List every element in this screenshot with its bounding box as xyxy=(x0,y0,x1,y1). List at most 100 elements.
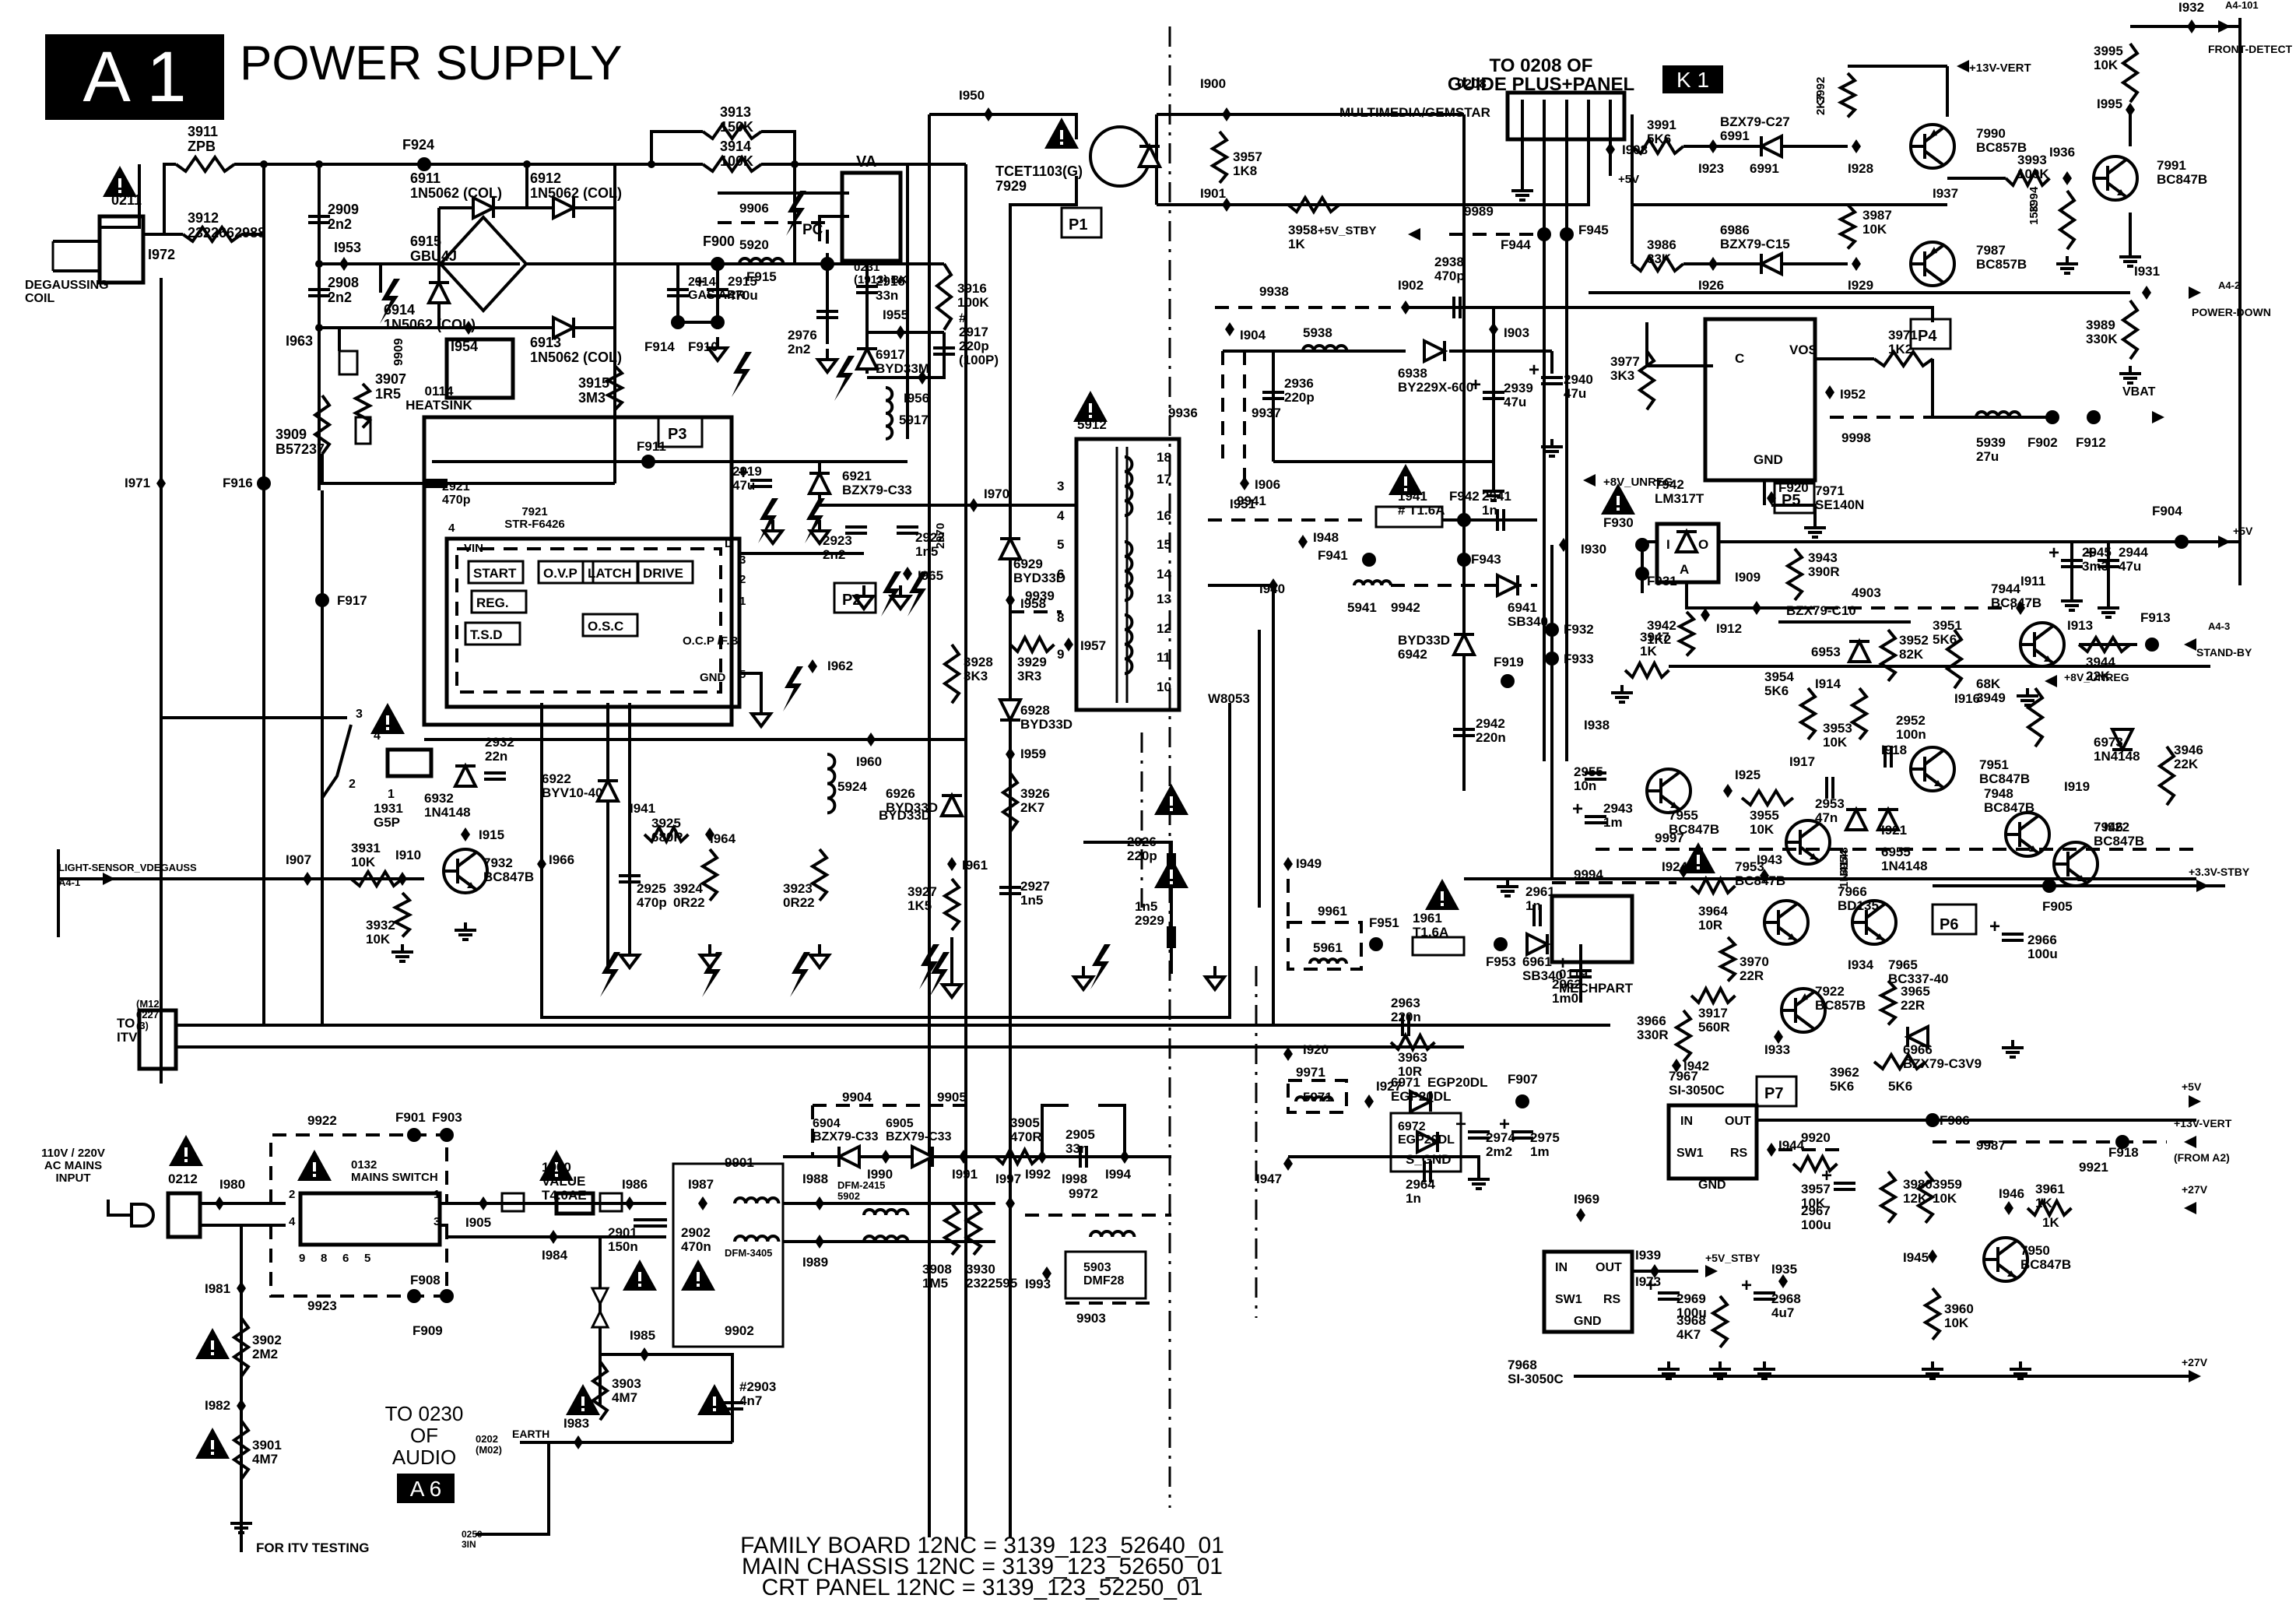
ground-symbol xyxy=(2056,256,2078,275)
component-label: GND xyxy=(1574,1315,1602,1328)
test-point xyxy=(257,476,271,490)
warning-glyph xyxy=(118,190,121,193)
audio-connector-caption: TO 0230 OF AUDIO A 6 xyxy=(385,1402,463,1503)
component-label: 3995 xyxy=(2094,44,2123,58)
component-label: I934 xyxy=(1848,957,1874,972)
component-label: 6954 xyxy=(1838,849,1851,876)
wiring xyxy=(51,18,2242,1552)
hot-ground-symbol xyxy=(617,944,642,971)
diode-symbol xyxy=(835,1143,861,1170)
ground-symbol xyxy=(2017,688,2038,707)
component-label: BC847B xyxy=(1669,822,1719,837)
resistor-symbol xyxy=(2077,634,2132,655)
component-label: 5 xyxy=(739,668,746,681)
component-label: 3993 xyxy=(2017,153,2047,167)
component-label: BC847B xyxy=(2157,172,2207,187)
test-point xyxy=(1283,857,1293,871)
warning-glyph xyxy=(697,1272,700,1281)
component-label: I990 xyxy=(867,1167,893,1182)
component-label: 7991 xyxy=(2157,158,2186,173)
component-label: SI-3050C xyxy=(1669,1083,1725,1098)
component-label: I907 xyxy=(286,852,311,867)
probe-p3 xyxy=(657,416,704,448)
test-point xyxy=(640,1347,649,1361)
wire xyxy=(718,221,829,264)
component-label: 1N5062 (COL) xyxy=(530,185,622,201)
component-label: I961 xyxy=(962,858,988,873)
diode-symbol xyxy=(939,792,965,817)
test-point xyxy=(1537,227,1551,241)
diode-symbol xyxy=(452,762,479,788)
component-label: I918 xyxy=(1881,743,1907,757)
component-label: F909 xyxy=(413,1323,443,1338)
resistor-symbol xyxy=(1944,628,1964,690)
component-label: (FROM A2) xyxy=(2174,1151,2230,1164)
bridge-rectifier-symbol xyxy=(438,215,528,313)
component-label: 3960 xyxy=(1944,1302,1974,1316)
component-label: I992 xyxy=(1025,1167,1051,1182)
test-point xyxy=(1042,1266,1051,1280)
test-point xyxy=(1825,385,1834,399)
component-label: I941 xyxy=(630,801,655,816)
component-label: DFM-2415 xyxy=(837,1179,885,1191)
resistor-symbol xyxy=(934,262,954,331)
signal-arrow-icon xyxy=(1408,228,1420,241)
polarity-plus: + xyxy=(694,272,705,293)
signal-arrow-icon xyxy=(1583,474,1596,487)
component-label: 7932 xyxy=(483,855,513,870)
inductor-symbol xyxy=(733,1196,781,1204)
test-point xyxy=(417,157,431,171)
jumper-9961 xyxy=(1287,921,1363,971)
warning-glyph xyxy=(638,1284,641,1287)
capacitor-symbol xyxy=(426,479,448,488)
component-label: 2909 xyxy=(328,202,359,217)
component-label: 330K xyxy=(2086,332,2118,346)
jumper-9971 xyxy=(1287,1079,1348,1114)
component-label: 10 xyxy=(1157,680,1171,694)
component-label: D xyxy=(725,537,733,550)
test-point xyxy=(1283,1157,1293,1171)
capacitor-symbol xyxy=(619,874,641,884)
component-label: F942 xyxy=(1449,489,1480,504)
component-label: 2968 xyxy=(1771,1291,1801,1306)
resistor-symbol xyxy=(231,1419,251,1481)
warning-glyph xyxy=(184,1159,188,1162)
transistor-arrow xyxy=(2029,845,2037,852)
capacitor-symbol xyxy=(816,310,838,319)
test-point xyxy=(2004,1201,2013,1215)
component-label: 10K xyxy=(1801,1196,1826,1210)
component-label: 470R xyxy=(1010,1129,1042,1144)
component-label: I917 xyxy=(1789,754,1815,769)
component-label: SI-3050C xyxy=(1508,1372,1564,1386)
component-label: TO xyxy=(117,1016,135,1031)
component-label: 22K xyxy=(2174,757,2199,771)
hot-ground-symbol xyxy=(807,520,832,546)
component-label: 390R xyxy=(1808,564,1840,579)
regulator-7967-si-3050c xyxy=(1666,1103,1759,1181)
component-label: 3959 xyxy=(1933,1177,1962,1192)
fuse-1941 xyxy=(1374,505,1444,529)
component-label: F912 xyxy=(2076,435,2106,450)
component-label: P7 xyxy=(1764,1085,1783,1102)
component-labels: DEGAUSSINGCOIL02113911ZPB39122322662988I… xyxy=(25,0,2293,1555)
component-label: I927 xyxy=(1376,1079,1402,1094)
test-point xyxy=(1752,601,1761,615)
junction-dot xyxy=(315,160,323,168)
degaussing-coil-label: DEGAUSSING xyxy=(25,279,109,292)
inductor-symbol xyxy=(862,1208,910,1216)
component-label: 10K xyxy=(1823,735,1848,750)
wire xyxy=(439,206,616,328)
resistor-symbol xyxy=(2120,42,2140,104)
test-point xyxy=(820,257,834,271)
mains-switch-0132 xyxy=(298,1191,442,1247)
component-label: 3 xyxy=(1057,479,1064,494)
component-label: 3971 xyxy=(1888,328,1918,343)
component-label: 3931 xyxy=(351,841,381,855)
transistor-leads xyxy=(1911,749,1945,789)
hot-ground-symbol xyxy=(851,585,876,612)
warning-glyph xyxy=(1170,881,1173,884)
component-label: 1N5062 (COL) xyxy=(530,350,622,365)
component-label: 6938 xyxy=(1398,366,1427,381)
component-label: 4903 xyxy=(1852,585,1881,600)
